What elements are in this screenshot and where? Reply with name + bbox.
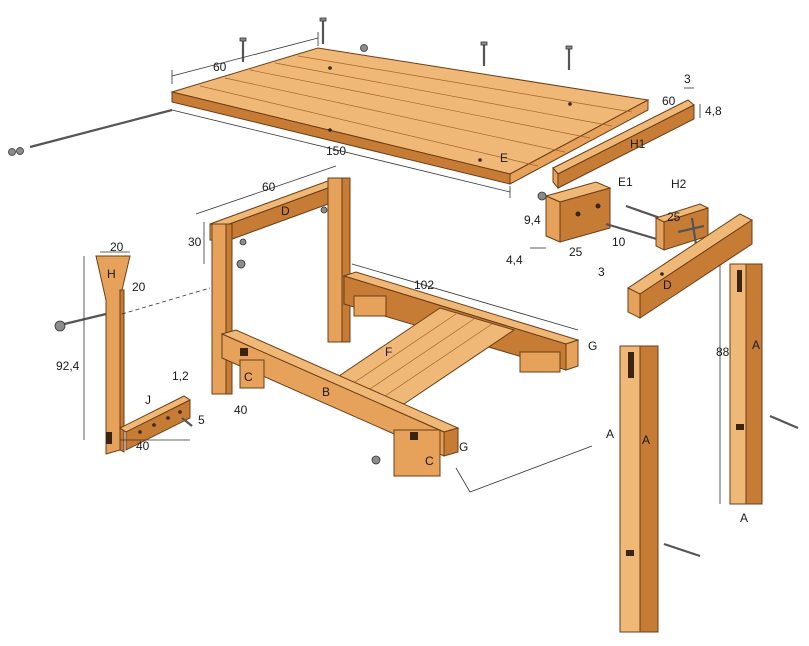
top-dimensions — [171, 32, 511, 198]
part-h1 — [552, 99, 695, 190]
dim-h1-48: 4,8 — [705, 104, 722, 118]
dim-leg-88: 88 — [716, 345, 730, 359]
label-b: B — [322, 385, 330, 399]
label-d-top: D — [281, 204, 290, 218]
label-e1: E1 — [618, 175, 633, 189]
label-a-right1: A — [752, 338, 760, 352]
part-h — [54, 255, 131, 455]
end-frame — [209, 177, 351, 395]
dim-top-width: 60 — [213, 60, 227, 74]
dim-j-40b: 40 — [136, 439, 150, 453]
dim-frame-30: 30 — [188, 235, 202, 249]
dim-h2-25: 25 — [667, 210, 681, 224]
leg-a-back — [729, 263, 799, 505]
label-a-left2: A — [642, 433, 650, 447]
part-e1 — [537, 181, 612, 243]
label-f: F — [385, 345, 392, 359]
dim-j-40a: 40 — [234, 403, 248, 417]
label-h: H — [107, 267, 116, 281]
dim-e1-44: 4,4 — [506, 253, 523, 267]
dim-top-length: 150 — [326, 144, 346, 158]
label-h1: H1 — [630, 137, 646, 151]
label-c-right: C — [425, 454, 434, 468]
label-j: J — [145, 393, 151, 407]
part-d-right — [627, 213, 753, 319]
dim-h-20a: 20 — [110, 240, 124, 254]
dim-rail-102: 102 — [414, 278, 434, 292]
dim-h2-3: 3 — [598, 265, 605, 279]
label-d-right: D — [663, 278, 672, 292]
dim-h1-60: 60 — [662, 94, 676, 108]
part-h2 — [605, 203, 710, 259]
part-j — [119, 395, 193, 451]
front-rail-b — [220, 329, 460, 477]
label-c-left: C — [244, 370, 253, 384]
dim-h1-3: 3 — [684, 72, 691, 86]
dim-j-5: 5 — [198, 413, 205, 427]
label-h2: H2 — [671, 177, 687, 191]
top-bolts — [239, 17, 573, 70]
dim-h-924: 92,4 — [56, 359, 80, 373]
dim-frame-60: 60 — [262, 180, 276, 194]
dim-j-12: 1,2 — [172, 369, 189, 383]
label-a-right2: A — [740, 511, 748, 525]
label-a-left1: A — [606, 427, 614, 441]
label-g-bottom: G — [459, 440, 468, 454]
label-e: E — [500, 151, 508, 165]
long-threaded-rod — [8, 108, 173, 156]
dim-h-20b: 20 — [132, 280, 146, 294]
dim-h2-10: 10 — [612, 235, 626, 249]
label-g-top: G — [588, 339, 597, 353]
dim-e1-94: 9,4 — [524, 213, 541, 227]
leg-a-front — [619, 345, 701, 633]
bench-top-e — [170, 47, 650, 185]
dim-e1-25: 25 — [569, 245, 583, 259]
